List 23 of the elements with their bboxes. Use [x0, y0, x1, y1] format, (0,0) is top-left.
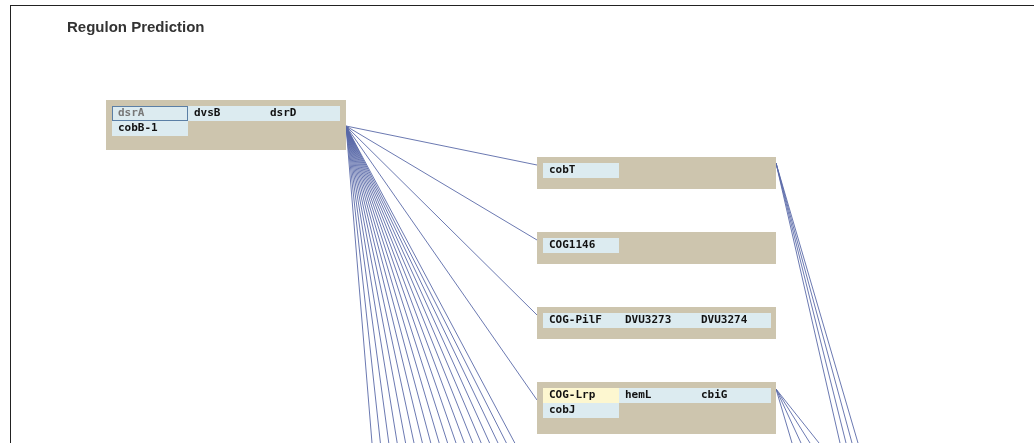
gene-group-box: [106, 100, 346, 150]
gene-label: dsrD: [264, 106, 340, 121]
gene-label: hemL: [619, 388, 695, 403]
gene-label: dvsB: [188, 106, 264, 121]
gene-label: DVU3274: [695, 313, 771, 328]
gene-label: cbiG: [695, 388, 771, 403]
gene-group-box: [537, 157, 776, 189]
gene-group-box: [537, 307, 776, 339]
gene-group-box: [537, 382, 776, 434]
connector-line: [345, 125, 538, 241]
gene-label: cobT: [543, 163, 619, 178]
gene-group-box: [537, 232, 776, 264]
connector-line: [775, 388, 820, 443]
gene-label: cobB-1: [112, 121, 188, 136]
connector-line: [345, 125, 538, 166]
title: Regulon Prediction: [67, 18, 205, 35]
gene-label: COG-PilF: [543, 313, 619, 328]
gene-label: DVU3273: [619, 313, 695, 328]
gene-label: dsrA: [112, 106, 188, 121]
gene-label: COG-Lrp: [543, 388, 619, 403]
connector-line: [345, 125, 538, 401]
gene-label: cobJ: [543, 403, 619, 418]
gene-label: COG1146: [543, 238, 619, 253]
